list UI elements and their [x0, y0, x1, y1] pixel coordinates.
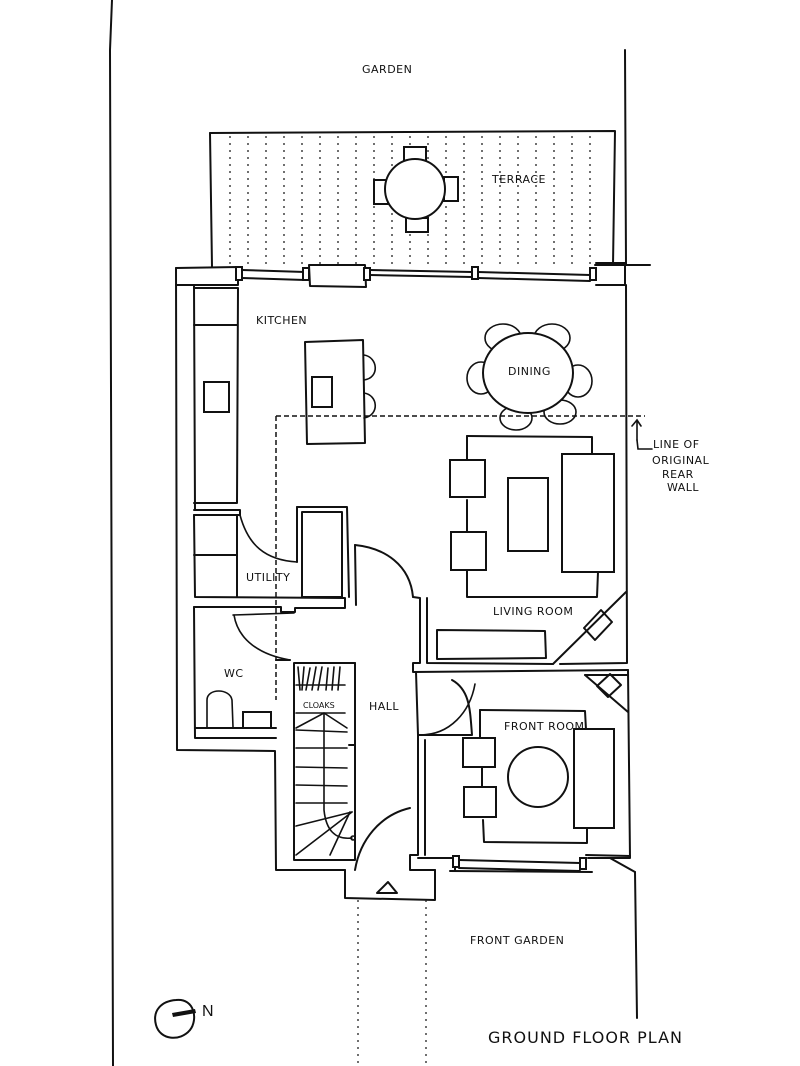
site-boundaries: [109, 0, 651, 1066]
rear-wall: [175, 262, 626, 288]
front-garden-label: FRONT GARDEN: [470, 934, 564, 947]
kitchen-island: [304, 339, 377, 445]
garden-label: GARDEN: [362, 63, 412, 76]
wc: WC: [193, 606, 295, 739]
annotation-line1: LINE OF: [653, 438, 700, 451]
hall-label: HALL: [369, 700, 399, 713]
kitchen-label: KITCHEN: [256, 314, 307, 327]
terrace-label: TERRACE: [491, 173, 546, 186]
living-room-furniture: LIVING ROOM: [436, 435, 627, 665]
terrace: TERRACE: [209, 130, 616, 268]
cloaks-label: CLOAKS: [303, 701, 335, 710]
dining-table: DINING: [466, 323, 593, 431]
north-arrow-icon: [172, 1009, 196, 1017]
exterior-walls: [175, 267, 636, 873]
staircase: CLOAKS: [293, 662, 356, 861]
front-door: [344, 807, 436, 901]
front-room-label: FRONT ROOM: [504, 720, 585, 733]
annotation-line4: WALL: [667, 481, 699, 494]
terrace-table: [373, 146, 459, 233]
plan-title: GROUND FLOOR PLAN: [488, 1028, 683, 1047]
entrance-arrow-icon: [376, 881, 398, 894]
utility-label: UTILITY: [246, 571, 290, 584]
annotation-line2: ORIGINAL: [652, 454, 710, 467]
wc-label: WC: [224, 667, 244, 680]
compass-north-label: N: [202, 1003, 214, 1020]
front-path: [357, 900, 427, 1066]
compass-icon: [154, 998, 196, 1039]
living-room-label: LIVING ROOM: [493, 605, 573, 618]
north-compass: N: [154, 998, 214, 1039]
original-rear-wall-line: LINE OF ORIGINAL REAR WALL: [275, 415, 710, 700]
front-room: FRONT ROOM: [417, 673, 631, 873]
utility: UTILITY: [193, 506, 350, 613]
dining-label: DINING: [508, 365, 551, 378]
annotation-line3: REAR: [662, 468, 694, 481]
cloaks-hanging-rail: [295, 666, 346, 691]
hall: HALL: [354, 544, 629, 871]
kitchen-units: KITCHEN: [193, 287, 377, 504]
